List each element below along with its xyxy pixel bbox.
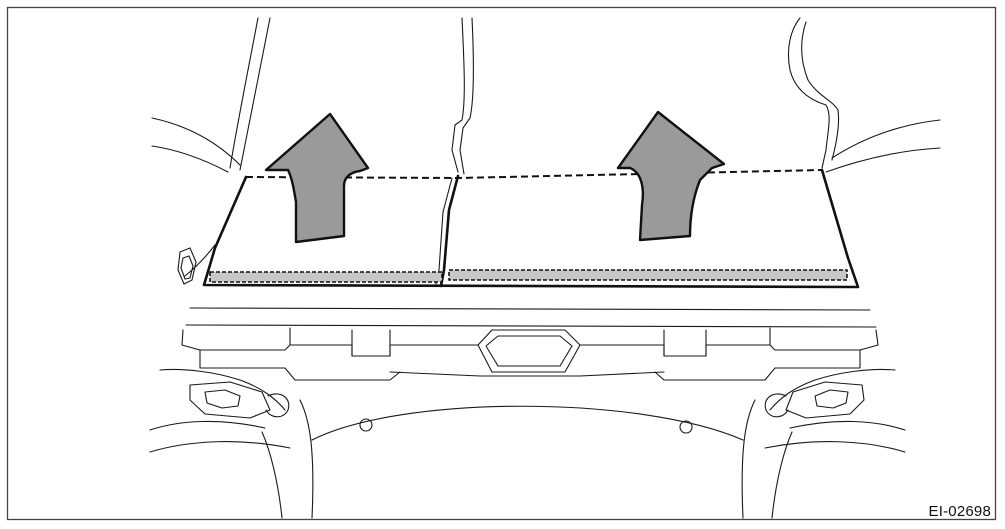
figure-frame	[6, 6, 997, 521]
striker-housing	[477, 329, 581, 373]
left-bracket	[149, 368, 314, 519]
right-bracket	[741, 368, 906, 519]
left-body-lines	[151, 17, 271, 285]
figure-id-label: EI-02698	[928, 503, 991, 520]
rear-sill	[181, 307, 879, 381]
right-body-lines	[787, 17, 941, 173]
lift-arrow-left-icon	[264, 112, 370, 244]
center-seam-lines	[451, 17, 474, 175]
right-bolt	[679, 420, 693, 434]
left-bolt	[359, 418, 373, 432]
trunk-floor	[311, 405, 744, 441]
left-clip-strip	[209, 271, 443, 283]
lift-arrow-right-icon	[616, 110, 726, 242]
right-clip-strip	[448, 269, 848, 281]
